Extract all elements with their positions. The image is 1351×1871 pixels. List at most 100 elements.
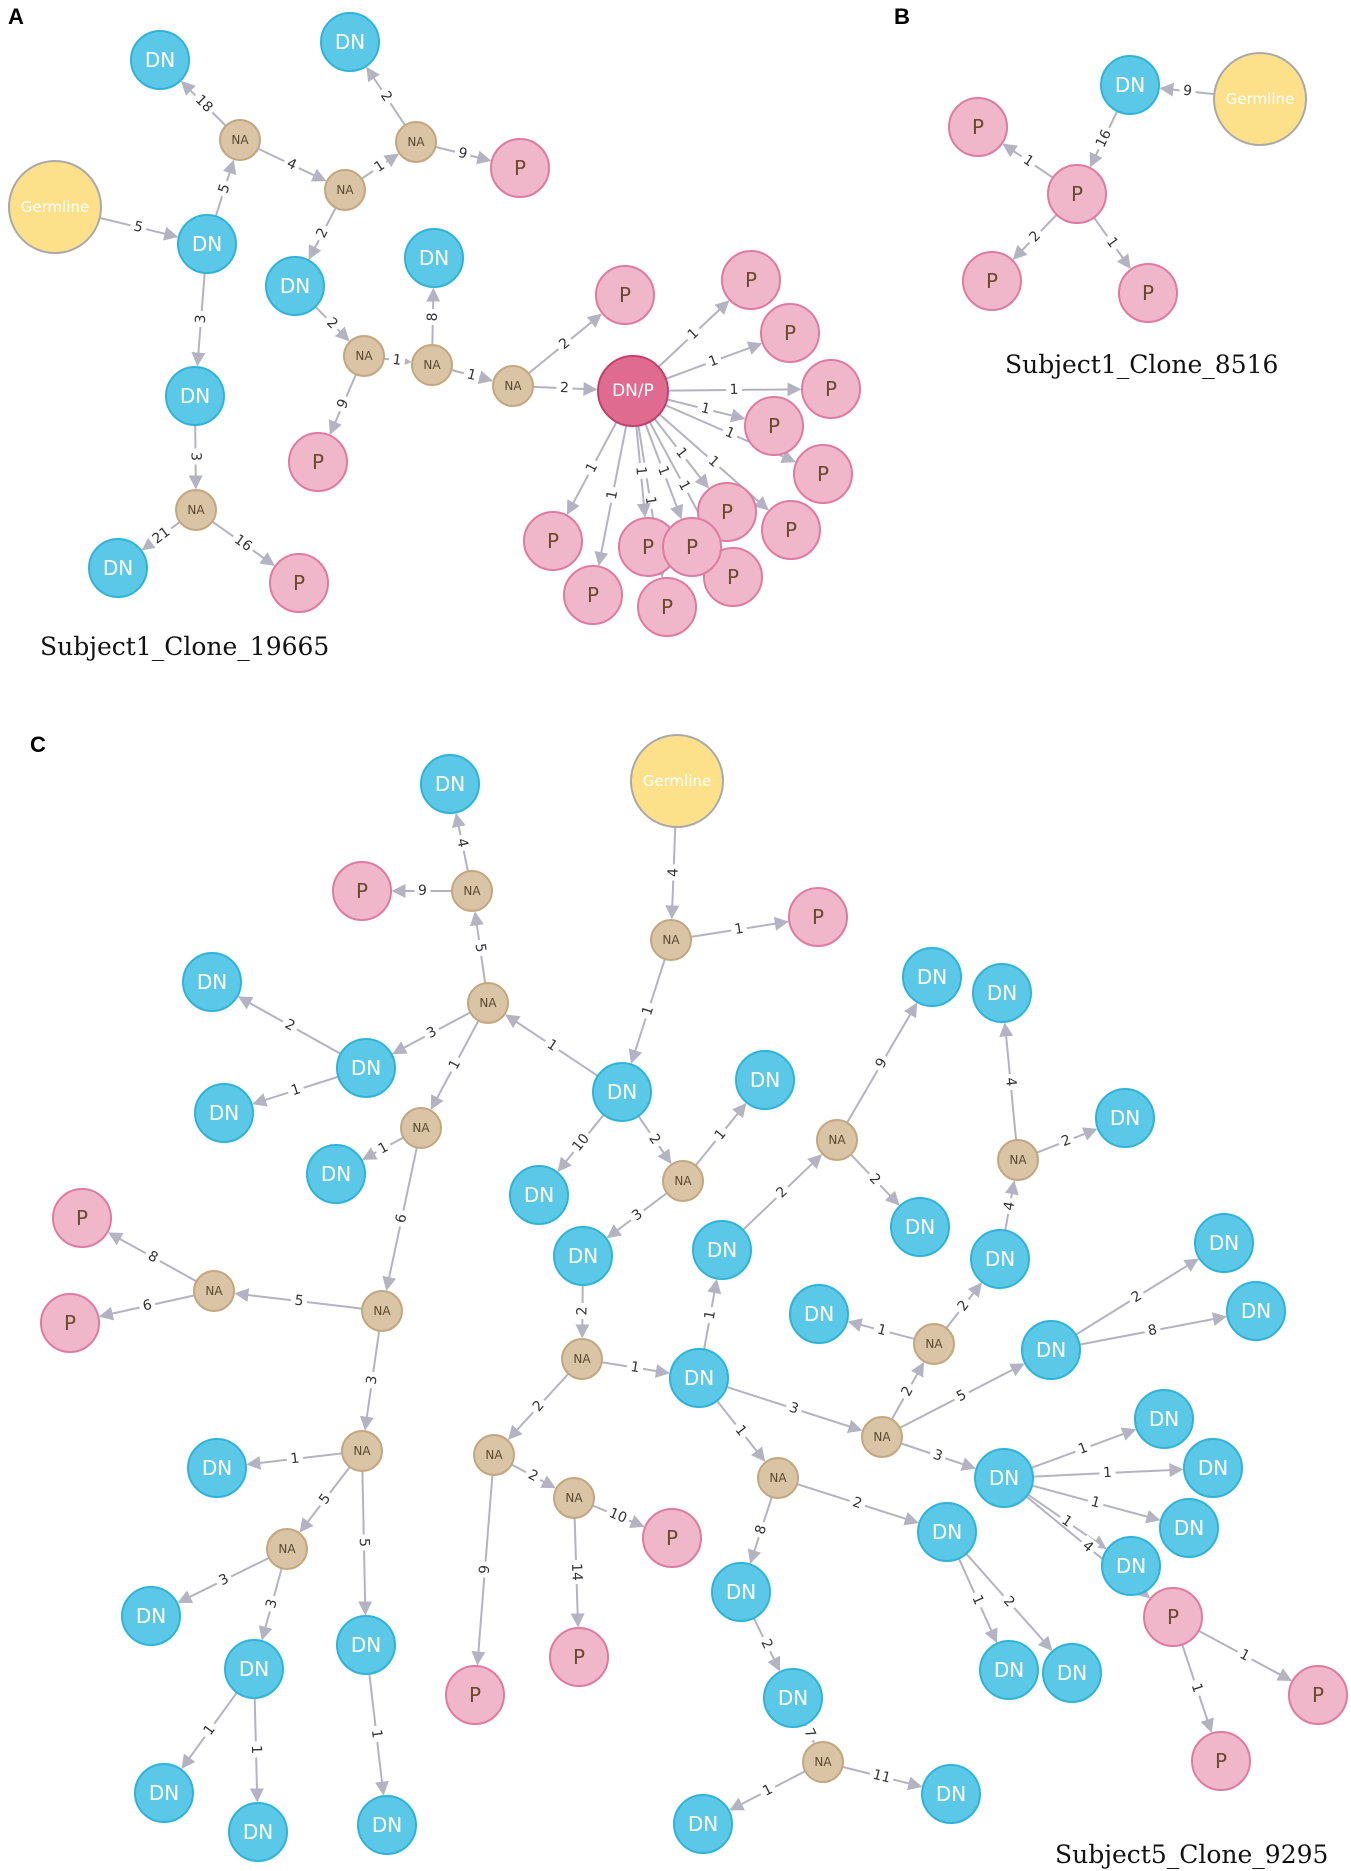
node-a_dn_top2[interactable]: DN <box>320 12 380 72</box>
node-a_p3[interactable]: P <box>595 265 655 325</box>
node-c_dn2[interactable]: DN <box>336 1038 396 1098</box>
node-c_na5[interactable]: NA <box>361 1290 403 1332</box>
node-c_dn7[interactable]: DN <box>121 1586 181 1646</box>
node-a_r9[interactable]: P <box>637 577 697 637</box>
node-c_dn30[interactable]: DN <box>974 1448 1034 1508</box>
node-c_p3[interactable]: P <box>52 1188 112 1248</box>
node-a_dn4[interactable]: DN <box>165 366 225 426</box>
node-c_dn33[interactable]: DN <box>1159 1498 1219 1558</box>
node-a_na4[interactable]: NA <box>343 335 385 377</box>
node-c_dn29[interactable]: DN <box>1226 1281 1286 1341</box>
node-b_dn[interactable]: DN <box>1100 55 1160 115</box>
node-a_r3[interactable]: P <box>801 359 861 419</box>
node-c_p7[interactable]: P <box>549 1627 609 1687</box>
node-c_na15[interactable]: NA <box>861 1416 903 1458</box>
node-c_na9[interactable]: NA <box>662 1160 704 1202</box>
node-c_dn25[interactable]: DN <box>972 963 1032 1023</box>
node-a_g[interactable]: Germline <box>8 160 102 254</box>
node-a_r2[interactable]: P <box>760 303 820 363</box>
node-a_dn3[interactable]: DN <box>404 228 464 288</box>
node-c_dn16[interactable]: DN <box>669 1348 729 1408</box>
node-c_na6[interactable]: NA <box>193 1270 235 1312</box>
node-c_dn5[interactable]: DN <box>306 1144 366 1204</box>
node-c_g[interactable]: Germline <box>630 734 724 828</box>
node-c_dn12[interactable]: DN <box>357 1795 417 1855</box>
node-c_dn15[interactable]: DN <box>553 1226 613 1286</box>
node-c_na4[interactable]: NA <box>400 1107 442 1149</box>
node-c_dn35[interactable]: DN <box>673 1794 733 1854</box>
node-a_p4[interactable]: P <box>269 553 329 613</box>
node-c_dn19[interactable]: DN <box>890 1197 950 1257</box>
node-c_dn14[interactable]: DN <box>735 1050 795 1110</box>
node-c_na8[interactable]: NA <box>266 1528 308 1570</box>
node-c_dn37[interactable]: DN <box>979 1640 1039 1700</box>
node-c_na12[interactable]: NA <box>473 1434 515 1476</box>
node-c_dn34[interactable]: DN <box>1101 1536 1161 1596</box>
node-c_dn21[interactable]: DN <box>763 1668 823 1728</box>
node-a_na2[interactable]: NA <box>324 169 366 211</box>
node-b_p3[interactable]: P <box>1118 263 1178 323</box>
node-c_dn26[interactable]: DN <box>1095 1088 1155 1148</box>
node-a_na6[interactable]: NA <box>492 365 534 407</box>
node-c_p10[interactable]: P <box>1191 1731 1251 1791</box>
node-a_r11[interactable]: P <box>563 565 623 625</box>
node-c_na13[interactable]: NA <box>553 1477 595 1519</box>
node-c_dn31[interactable]: DN <box>1134 1389 1194 1449</box>
node-c_p8[interactable]: P <box>1143 1587 1203 1647</box>
node-a_r1[interactable]: P <box>721 250 781 310</box>
node-c_p5[interactable]: P <box>445 1665 505 1725</box>
node-c_na17[interactable]: NA <box>997 1139 1039 1181</box>
node-c_na18[interactable]: NA <box>802 1741 844 1783</box>
node-b_p[interactable]: P <box>1047 164 1107 224</box>
node-a_na1[interactable]: NA <box>219 119 261 161</box>
node-c_na3[interactable]: NA <box>451 870 493 912</box>
node-c_dn4[interactable]: DN <box>194 1083 254 1143</box>
node-a_p2[interactable]: P <box>288 432 348 492</box>
node-c_na11[interactable]: NA <box>816 1119 858 1161</box>
node-a_p1[interactable]: P <box>490 138 550 198</box>
node-c_na7[interactable]: NA <box>341 1430 383 1472</box>
node-c_na2[interactable]: NA <box>467 982 509 1024</box>
node-a_dnp[interactable]: DN/P <box>597 355 669 427</box>
node-c_dn18[interactable]: DN <box>902 947 962 1007</box>
node-b_p2[interactable]: P <box>962 251 1022 311</box>
node-c_dn24[interactable]: DN <box>970 1229 1030 1289</box>
node-c_dn38[interactable]: DN <box>1042 1643 1102 1703</box>
node-c_dn22[interactable]: DN <box>917 1502 977 1562</box>
node-a_dn5[interactable]: DN <box>88 538 148 598</box>
node-a_dn1[interactable]: DN <box>177 214 237 274</box>
node-a_r13[interactable]: P <box>662 517 722 577</box>
node-c_dn3[interactable]: DN <box>182 952 242 1012</box>
node-c_dn1[interactable]: DN <box>592 1062 652 1122</box>
node-a_na7[interactable]: NA <box>175 489 217 531</box>
node-c_na16[interactable]: NA <box>913 1323 955 1365</box>
node-c_dn13[interactable]: DN <box>509 1165 569 1225</box>
node-c_dn17[interactable]: DN <box>692 1220 752 1280</box>
node-b_g[interactable]: Germline <box>1213 52 1307 146</box>
node-c_dn6[interactable]: DN <box>187 1438 247 1498</box>
node-c_p4[interactable]: P <box>40 1293 100 1353</box>
node-a_r4[interactable]: P <box>744 396 804 456</box>
node-a_r5[interactable]: P <box>793 444 853 504</box>
node-c_p2[interactable]: P <box>332 861 392 921</box>
node-a_na3[interactable]: NA <box>395 121 437 163</box>
node-c_dn27[interactable]: DN <box>1021 1320 1081 1380</box>
node-c_na1[interactable]: NA <box>650 919 692 961</box>
node-c_dn32[interactable]: DN <box>1183 1438 1243 1498</box>
node-a_r12[interactable]: P <box>523 511 583 571</box>
node-c_dn_top[interactable]: DN <box>420 754 480 814</box>
node-c_p9[interactable]: P <box>1288 1665 1348 1725</box>
node-c_na10[interactable]: NA <box>561 1338 603 1380</box>
node-a_r6[interactable]: P <box>761 500 821 560</box>
node-a_na5[interactable]: NA <box>411 344 453 386</box>
node-c_dn23[interactable]: DN <box>789 1284 849 1344</box>
node-a_dn2[interactable]: DN <box>265 256 325 316</box>
node-c_na14[interactable]: NA <box>757 1457 799 1499</box>
node-c_dn8[interactable]: DN <box>224 1639 284 1699</box>
node-c_dn9[interactable]: DN <box>134 1763 194 1823</box>
node-a_dn_top[interactable]: DN <box>130 30 190 90</box>
node-c_dn36[interactable]: DN <box>921 1764 981 1824</box>
node-c_dn11[interactable]: DN <box>336 1615 396 1675</box>
node-c_p6[interactable]: P <box>642 1508 702 1568</box>
node-b_p1[interactable]: P <box>948 97 1008 157</box>
